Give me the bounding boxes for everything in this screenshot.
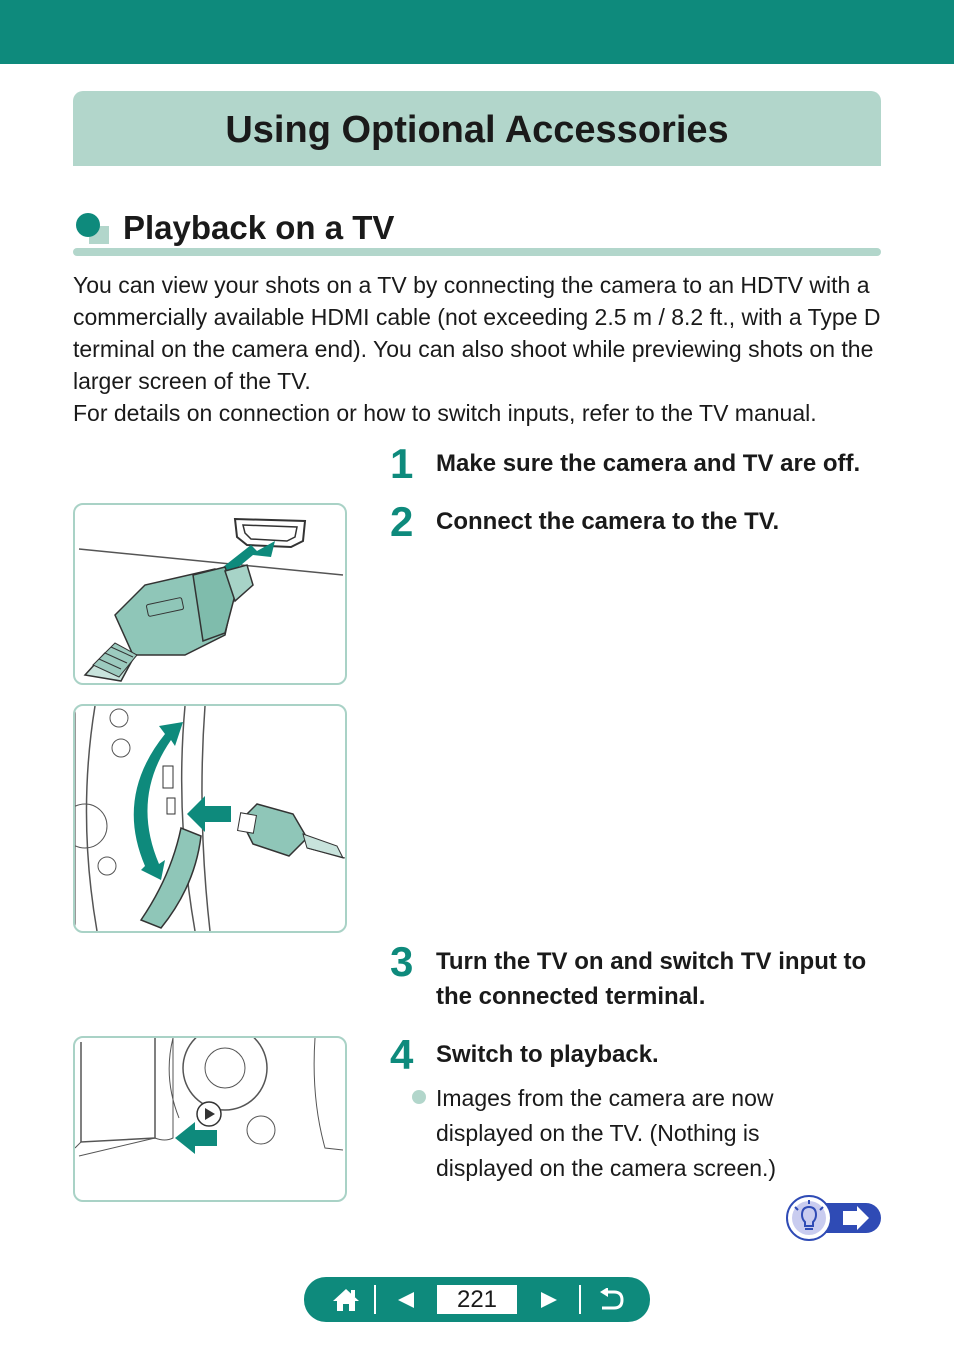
camera-terminal-illustration	[73, 704, 347, 933]
back-button[interactable]	[583, 1277, 639, 1322]
hdmi-tv-illustration	[73, 503, 347, 685]
section-bullet-icon	[76, 213, 109, 244]
step-text: Switch to playback.	[436, 1041, 659, 1068]
return-icon	[600, 1287, 624, 1309]
playback-button-illustration	[73, 1036, 347, 1202]
step-number: 4	[390, 1031, 414, 1078]
step-text: Make sure the camera and TV are off.	[436, 450, 861, 477]
step-text: Turn the TV on and switch TV input to th…	[436, 948, 867, 1010]
nav-separator	[579, 1285, 581, 1314]
bullet-text: Images from the camera are now displayed…	[436, 1085, 777, 1181]
intro-paragraph: You can view your shots on a TV by conne…	[73, 272, 881, 394]
next-page-button[interactable]	[521, 1277, 577, 1322]
top-banner	[0, 0, 954, 64]
page-title: Using Optional Accessories	[225, 109, 729, 151]
page-navigation: 221	[304, 1277, 650, 1322]
section-title: Playback on a TV	[123, 209, 395, 246]
step-number: 3	[390, 938, 414, 985]
title-banner: Using Optional Accessories	[73, 91, 881, 166]
home-icon	[333, 1288, 359, 1311]
triangle-right-icon	[541, 1291, 557, 1308]
home-button[interactable]	[318, 1277, 374, 1322]
previous-page-button[interactable]	[378, 1277, 434, 1322]
step-number: 1	[390, 440, 414, 487]
step-number: 2	[390, 498, 414, 545]
nav-separator	[374, 1285, 376, 1314]
step-text: Connect the camera to the TV.	[436, 508, 780, 535]
bullet-icon	[412, 1090, 426, 1104]
page-number: 221	[437, 1285, 517, 1314]
section-divider	[73, 248, 881, 256]
intro-text: You can view your shots on a TV by conne…	[73, 269, 881, 429]
triangle-left-icon	[398, 1291, 414, 1308]
intro-paragraph: For details on connection or how to swit…	[73, 400, 817, 426]
next-page-indicator[interactable]	[785, 1195, 881, 1241]
